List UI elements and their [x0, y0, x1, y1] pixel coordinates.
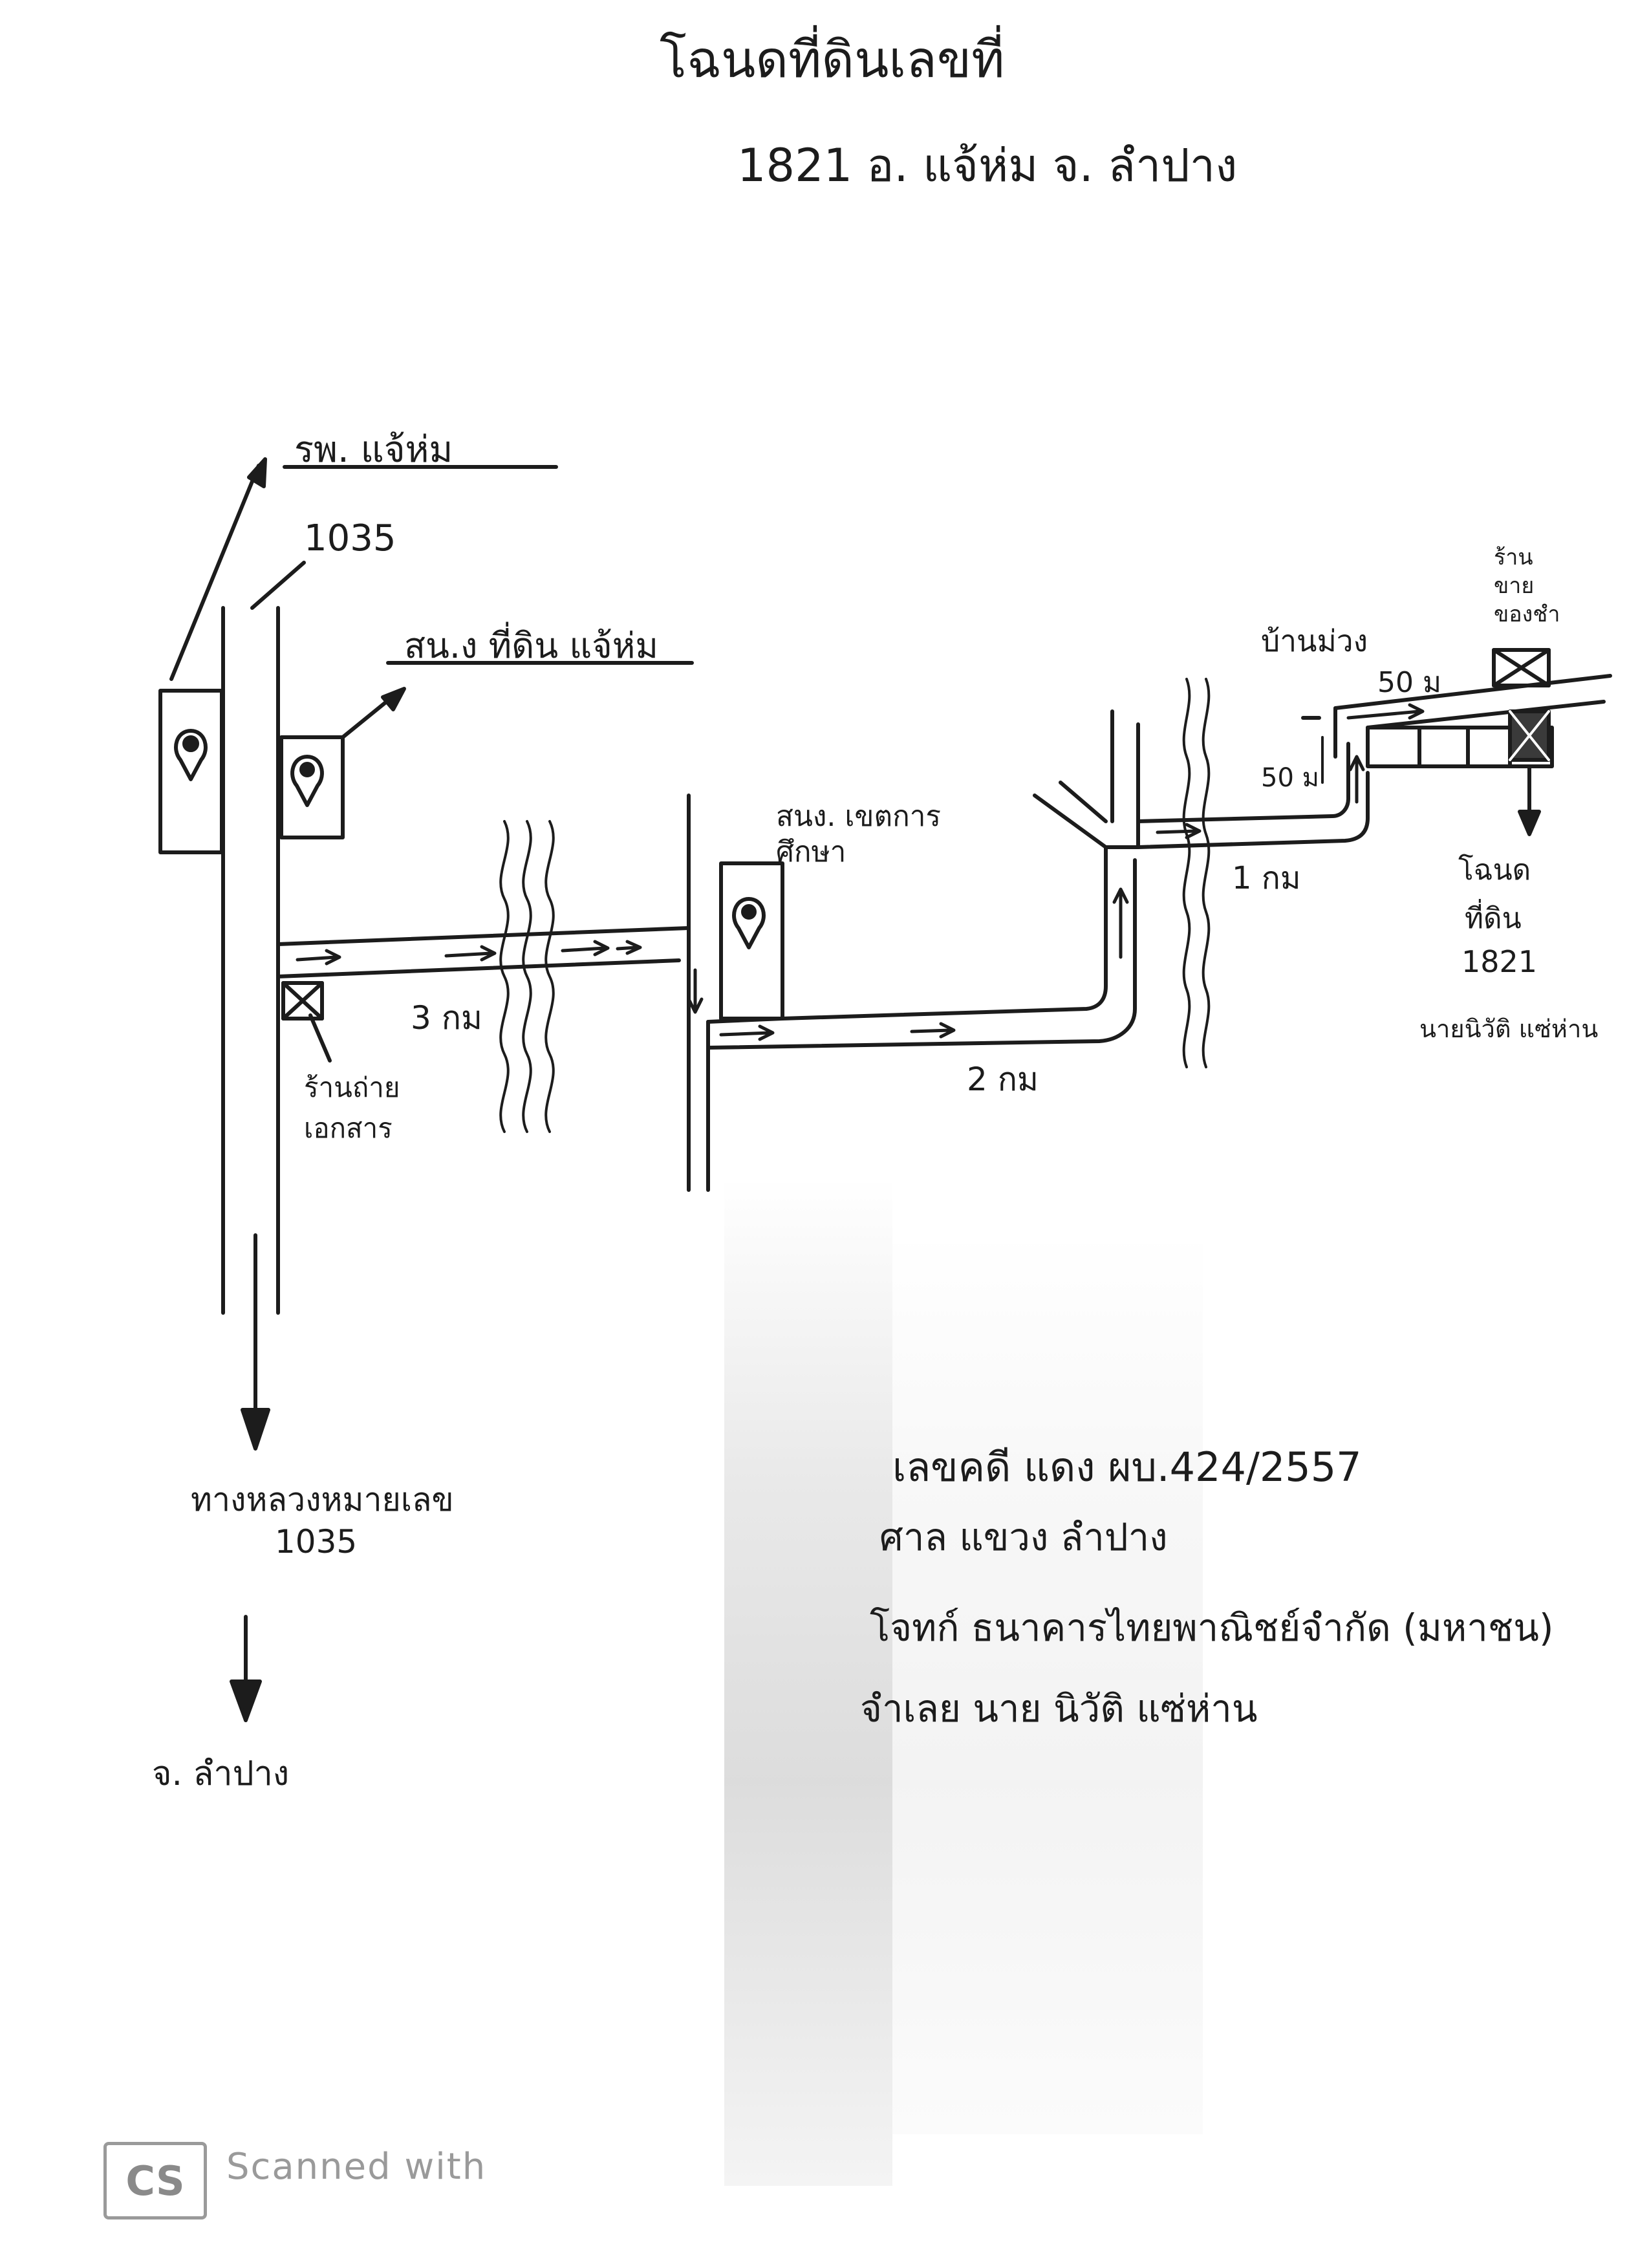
- case-number: เลขคดี แดง ผบ.424/2557: [892, 1443, 1362, 1491]
- road-final-top-edge: [1333, 674, 1612, 710]
- land-office-label: สน.ง ที่ดิน แจ้ห่ม: [404, 625, 658, 666]
- route-arrow-down: [687, 968, 704, 1014]
- road-final-bottom-edge: [1366, 700, 1606, 729]
- map-title: โฉนดที่ดินเลขที่: [660, 31, 1005, 89]
- grocery-shop-label: ร้านขายของชำ: [1494, 545, 1560, 628]
- hospital-arrow-line: [169, 464, 261, 681]
- photocopy-shop-box: [281, 981, 324, 1021]
- plaintiff: โจทก์ ธนาคารไทยพาณิชย์จำกัด (มหาชน): [870, 1606, 1554, 1650]
- river-1-line-a: [499, 820, 510, 1133]
- road-east-bottom-edge: [276, 958, 681, 978]
- distance-2km-label: 2 กม: [967, 1061, 1039, 1098]
- land-office-arrow-head: [381, 687, 406, 711]
- highway-number-label: 1035: [275, 1523, 358, 1561]
- grocery-shop-cross-2: [1492, 648, 1551, 687]
- education-office-pin-dot: [741, 904, 757, 920]
- map-subtitle: 1821 อ. แจ้ห่ม จ. ลำปาง: [737, 139, 1238, 192]
- grocery-shop-box: [1492, 648, 1551, 687]
- photocopy-shop-cross-2: [281, 981, 324, 1021]
- hospital-marker-box: [158, 689, 224, 854]
- road-2km-bottom-edge: [706, 858, 1137, 1050]
- route-arrow-3: [561, 940, 610, 956]
- scan-shadow-2: [892, 1229, 1203, 2134]
- photocopy-shop-pointer: [308, 1013, 332, 1063]
- river-1-line-c: [544, 820, 555, 1133]
- down-arrow-highway: [241, 1408, 270, 1451]
- route-arrow-7: [1156, 823, 1202, 839]
- defendant: จำเลย นาย นิวัติ แซ่ห่าน: [860, 1687, 1258, 1731]
- road-1km-top-edge: [1136, 742, 1350, 823]
- highway-label: ทางหลวงหมายเลข: [191, 1481, 454, 1518]
- land-office-pin-icon: [290, 755, 324, 807]
- owner-name-label: นายนิวัติ แซ่ห่าน: [1419, 1015, 1599, 1043]
- route-arrow-up: [1112, 887, 1129, 959]
- camscanner-watermark-text: Scanned with: [226, 2146, 487, 2188]
- route-arrow-8: [1346, 703, 1425, 720]
- distance-50m-vertical: 50 ม: [1261, 763, 1319, 793]
- land-office-marker-box: [279, 735, 345, 839]
- scan-shadow: [724, 1177, 892, 2186]
- distance-3km-label: 3 กม: [411, 999, 482, 1037]
- to-lampang-label: จ. ลำปาง: [152, 1755, 290, 1793]
- land-office-pin-dot: [299, 762, 315, 777]
- river-1-line-b: [522, 820, 532, 1133]
- target-deed-label-1: โฉนด: [1458, 854, 1531, 887]
- road-1km-bottom-edge: [1136, 771, 1370, 849]
- target-arrow-head: [1518, 810, 1541, 836]
- route-arrow-2: [444, 945, 497, 962]
- camscanner-logo: CS: [103, 2142, 207, 2219]
- route-number-label: 1035: [304, 517, 396, 559]
- hospital-pin-icon: [174, 729, 208, 781]
- target-parcel-cross-2: [1509, 710, 1550, 761]
- distance-1km-label: 1 กม: [1232, 860, 1301, 896]
- branch-left-a: [1033, 794, 1108, 849]
- target-deed-number: 1821: [1461, 944, 1538, 979]
- hospital-label: รพ. แจ้ห่ม: [294, 429, 453, 471]
- river-2-line-a: [1182, 678, 1191, 1068]
- plot-row: [1366, 726, 1554, 768]
- down-arrow-lampang: [230, 1679, 262, 1722]
- hospital-arrow-head: [247, 457, 267, 488]
- route-arrow-4: [616, 940, 642, 955]
- photocopy-shop-label: ร้านถ่ายเอกสาร: [304, 1072, 400, 1144]
- route-arrow-5: [719, 1024, 775, 1041]
- education-office-pin-icon: [732, 897, 766, 949]
- route-label-pointer: [250, 561, 306, 610]
- route-arrow-1: [296, 949, 341, 966]
- court-name: ศาล แขวง ลำปาง: [879, 1515, 1168, 1559]
- target-deed-label-2: ที่ดิน: [1465, 902, 1522, 935]
- distance-50m-horizontal: 50 ม: [1377, 666, 1441, 699]
- road-2km-top-edge: [706, 803, 1140, 1024]
- hospital-pin-dot: [182, 735, 199, 752]
- ban-muang-label: บ้านม่วง: [1261, 623, 1368, 658]
- route-arrow-6: [910, 1022, 956, 1039]
- route-arrow-up-2: [1348, 755, 1365, 804]
- branch-left-b: [1059, 781, 1108, 823]
- education-office-label: สนง. เขตการศึกษา: [776, 800, 942, 869]
- road-east-top-edge: [276, 926, 691, 946]
- river-2-line-b: [1202, 678, 1211, 1068]
